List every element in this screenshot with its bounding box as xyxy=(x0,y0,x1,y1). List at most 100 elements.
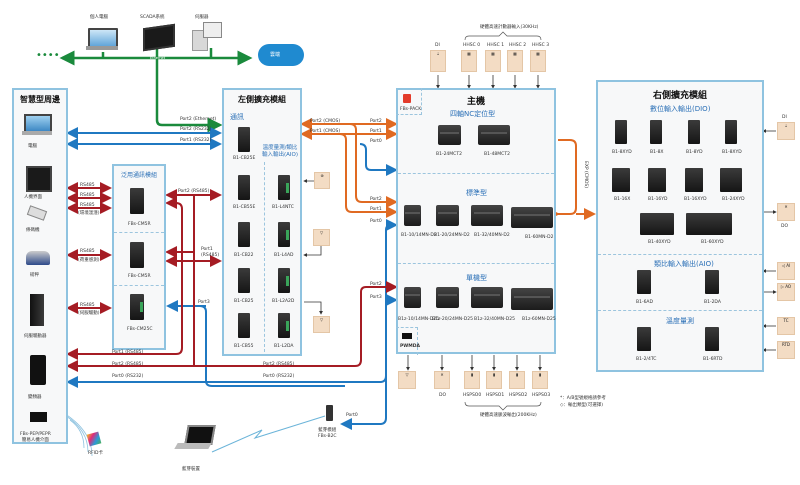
device-label: B1-CB55E xyxy=(233,205,256,210)
comm-section-title: 通訊 xyxy=(230,113,244,121)
plc-b1z-10-14mn xyxy=(404,287,421,308)
top-brace xyxy=(464,31,542,41)
monitor-icon xyxy=(203,22,222,38)
peripheral-computer-label: 電腦 xyxy=(28,144,37,149)
device-label: B1-L4AD xyxy=(274,253,294,258)
main-section-title: 標準型 xyxy=(466,189,487,197)
device-b1-cb55e xyxy=(238,175,250,200)
side-io-label: DO xyxy=(781,224,789,229)
tc-sensor-icon: TC xyxy=(777,317,795,335)
device-label: B1z-20/24MN-D25 xyxy=(432,317,473,322)
port-label: Port1 (RS485) xyxy=(112,350,144,355)
rs485-label: RS485 xyxy=(80,193,95,198)
rs485-links xyxy=(66,182,398,372)
smart-peripherals-title: 智慧型周邊 xyxy=(20,95,60,104)
device-b1-8yd xyxy=(688,120,700,144)
rs485-sub-label: (環境溫溼) xyxy=(78,211,100,216)
encoder-icon: ▦ xyxy=(530,50,546,72)
bottom-output-label: DO xyxy=(439,393,447,398)
bottom-output-label: HSPSO2 xyxy=(509,393,528,398)
device-label: B1-8XYD xyxy=(612,150,632,155)
plc-b1z-32-40mn xyxy=(471,287,503,308)
rtd-text: RTD xyxy=(781,342,790,347)
device-b1-l4ad xyxy=(278,222,290,247)
pwm-box xyxy=(396,327,418,355)
pack-box xyxy=(396,88,422,115)
device-label: B1-6AD xyxy=(636,300,653,305)
cmos-links xyxy=(300,118,596,220)
device-b1-cb55 xyxy=(238,313,250,338)
device-label: B1-L2A2D xyxy=(272,299,295,304)
port-label: Port1 xyxy=(370,129,382,134)
rs485-sub-label: (荷重感測) xyxy=(78,258,100,263)
device-label: B1-16X xyxy=(614,197,631,202)
hmi-icon xyxy=(26,166,52,192)
servo-output-icon: ▮ xyxy=(532,371,548,389)
plc-b1-48mct2 xyxy=(478,125,510,145)
device-label: FBs-CM25C xyxy=(127,327,153,332)
device-b1-l2da xyxy=(278,313,290,338)
servo-output-icon: ▮ xyxy=(486,371,502,389)
bottom-output-label: HSPSO0 xyxy=(463,393,482,398)
device-b1-60xyd xyxy=(686,213,732,235)
port-label: Port1 (RS485) xyxy=(201,247,220,258)
device-label: FBs-CM5R xyxy=(128,274,151,279)
servo-output-icon: ▮ xyxy=(509,371,525,389)
cloud-icon xyxy=(258,44,304,66)
ethernet-bus xyxy=(59,48,253,133)
exp-cmos-label: EXP (CMOS) xyxy=(583,160,589,189)
bottom-output-label: HSPSO1 xyxy=(486,393,505,398)
device-label: B1-60MN-D2 xyxy=(525,235,554,240)
device-label: B1-2DA xyxy=(704,300,721,305)
do-sensor-icon: ✕ xyxy=(777,203,795,221)
inverter-icon xyxy=(30,355,46,385)
divider xyxy=(114,285,164,286)
port-label: Port0 (RS232) xyxy=(263,374,295,379)
temp-section-title: 溫度量測 xyxy=(666,317,694,325)
device-b1-6ad xyxy=(637,270,651,294)
device-label: B1-L2DA xyxy=(274,344,294,349)
rtd-sensor-icon: ⊛ xyxy=(314,172,330,189)
port-label: Port1 xyxy=(370,207,382,212)
scale-icon xyxy=(26,251,50,265)
device-fbs-cm5r xyxy=(130,188,144,214)
device-b1-6rtd xyxy=(705,327,719,351)
ao-text: AO xyxy=(785,284,792,289)
device-label: B1-40XYD xyxy=(648,240,671,245)
plc-b1-10-14mn xyxy=(404,205,421,226)
divider xyxy=(398,263,554,264)
device-b1-cb25 xyxy=(238,268,250,293)
do-output-icon: ✕ xyxy=(434,371,450,389)
port-label: Port2 (Ethernet) xyxy=(180,117,217,122)
scada-screen-icon xyxy=(143,23,175,52)
plc-b1-24mct2 xyxy=(438,125,461,145)
rtd-sensor-icon: RTD xyxy=(777,341,795,359)
ao-output-icon: ▽ xyxy=(398,371,416,389)
divider xyxy=(398,173,554,174)
device-b1-8xyd xyxy=(725,120,737,144)
device-b1-24xyd xyxy=(720,168,742,192)
plc-b1z-20-24mn xyxy=(436,287,459,308)
device-label: B1-CB22 xyxy=(234,253,254,258)
top-input-label: HHSC 1 xyxy=(487,43,505,48)
ethernet-label: Ethernet xyxy=(150,56,166,60)
pwmda-label: PWMDA xyxy=(400,344,420,349)
port-label: Port2 (RS485) xyxy=(263,362,295,367)
dio-section-title: 數位輸入輸出(DIO) xyxy=(650,105,711,113)
aio-section-title: 類比輸入輸出(AIO) xyxy=(654,260,714,268)
device-b1-l2a2d xyxy=(278,268,290,293)
bluetooth-device-label: 藍芽裝置 xyxy=(182,467,200,472)
rs485-sub-label: (伺服驅動) xyxy=(78,311,100,316)
device-b1-cb25e xyxy=(238,127,250,152)
rs485-label: RS485 xyxy=(80,203,95,208)
device-label: B1-CB25 xyxy=(234,299,254,304)
port-label: Port0 xyxy=(346,413,358,418)
bluetooth-module-label: 藍芽模組 FBs-B2C xyxy=(318,428,337,439)
device-b1-24tc xyxy=(637,327,651,351)
device-label: B1z-10/14MN-D25 xyxy=(398,317,439,322)
top-input-label: HHSC 0 xyxy=(463,43,481,48)
port-label: Port2 (RS485) xyxy=(112,362,144,367)
ellipsis-dots: •••• xyxy=(36,50,60,61)
tc-text: TC xyxy=(783,318,789,323)
peripheral-barcode-label: 條碼機 xyxy=(26,228,40,233)
